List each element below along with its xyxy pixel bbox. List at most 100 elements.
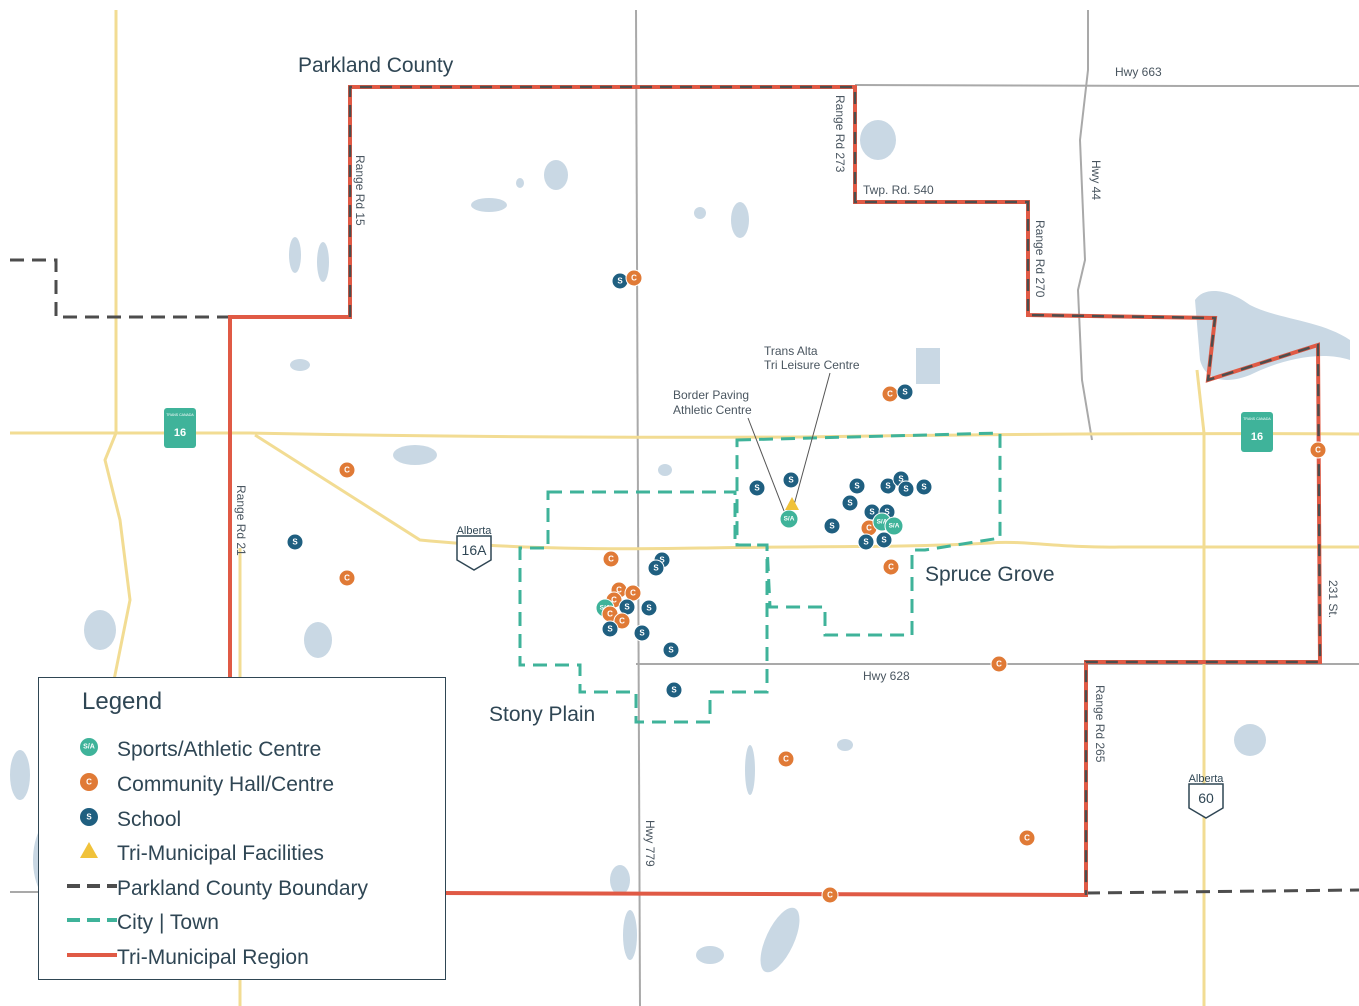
sports-marker-icon: S/A bbox=[80, 738, 98, 756]
svg-text:S: S bbox=[639, 629, 645, 638]
svg-text:16: 16 bbox=[1251, 431, 1263, 443]
svg-text:S/A: S/A bbox=[784, 516, 795, 523]
green-dashed-line-icon bbox=[67, 918, 117, 922]
school-marker: S bbox=[848, 477, 866, 495]
svg-text:S: S bbox=[607, 625, 613, 634]
svg-text:C: C bbox=[866, 524, 872, 533]
school-marker: S bbox=[633, 624, 651, 642]
svg-text:S: S bbox=[884, 508, 890, 517]
legend-item-tri-muni: Tri-Municipal Facilities bbox=[39, 838, 439, 872]
svg-text:S/A: S/A bbox=[889, 523, 900, 530]
svg-text:S: S bbox=[653, 564, 659, 573]
road-label-range-rd-273: Range Rd 273 bbox=[833, 95, 847, 173]
triangle-icon bbox=[80, 842, 98, 858]
school-marker-icon: S bbox=[80, 808, 98, 826]
school-marker: S bbox=[782, 471, 800, 489]
svg-text:S: S bbox=[788, 476, 794, 485]
legend-label-school: School bbox=[117, 808, 182, 831]
school-marker: S bbox=[665, 681, 683, 699]
svg-text:S: S bbox=[903, 485, 909, 494]
facility-label-trans-alta-1: Trans Alta bbox=[764, 344, 818, 358]
svg-text:S/A: S/A bbox=[83, 744, 95, 751]
svg-text:S: S bbox=[847, 499, 853, 508]
svg-text:C: C bbox=[86, 778, 92, 787]
svg-text:Alberta: Alberta bbox=[457, 525, 493, 537]
legend-label-community: Community Hall/Centre bbox=[117, 773, 335, 796]
hwy-16-shield-west: TRANS CANADA 16 bbox=[164, 408, 196, 448]
road-labels: Hwy 663 Range Rd 273 Twp. Rd. 540 Range … bbox=[234, 65, 1340, 867]
red-solid-line-icon bbox=[67, 953, 117, 957]
community-marker: C bbox=[882, 558, 900, 576]
legend-item-city-town: City | Town bbox=[39, 907, 439, 941]
svg-text:C: C bbox=[616, 586, 622, 595]
school-marker: S bbox=[601, 620, 619, 638]
school-marker: S bbox=[286, 533, 304, 551]
tri-municipal-facility-marker bbox=[785, 497, 799, 510]
community-marker-icon: C bbox=[80, 773, 98, 791]
sports-marker: S/A bbox=[779, 509, 799, 529]
facility-label-trans-alta-2: Tri Leisure Centre bbox=[764, 358, 860, 372]
road-label-range-rd-15: Range Rd 15 bbox=[353, 155, 367, 226]
svg-text:C: C bbox=[344, 574, 350, 583]
svg-text:S: S bbox=[829, 522, 835, 531]
city-town-boundaries bbox=[518, 431, 1002, 724]
hwy-60-shield: Alberta 60 bbox=[1188, 773, 1224, 819]
legend-title: Legend bbox=[82, 688, 163, 715]
road-label-hwy-44: Hwy 44 bbox=[1089, 160, 1103, 200]
svg-text:S/A: S/A bbox=[877, 519, 888, 526]
road-label-range-rd-265: Range Rd 265 bbox=[1093, 685, 1107, 763]
svg-text:C: C bbox=[619, 617, 625, 626]
county-boundary-left bbox=[10, 258, 232, 319]
community-marker: C bbox=[881, 385, 899, 403]
svg-text:C: C bbox=[996, 660, 1002, 669]
road-label-hwy-628: Hwy 628 bbox=[863, 669, 910, 683]
svg-text:60: 60 bbox=[1198, 790, 1214, 806]
county-boundary-bottom-right bbox=[1085, 888, 1359, 895]
svg-text:S: S bbox=[881, 536, 887, 545]
svg-text:C: C bbox=[631, 274, 637, 283]
svg-text:S: S bbox=[854, 482, 860, 491]
school-marker: S bbox=[640, 599, 658, 617]
road-label-range-rd-270: Range Rd 270 bbox=[1033, 220, 1047, 298]
svg-text:S: S bbox=[863, 538, 869, 547]
school-marker: S bbox=[875, 531, 893, 549]
svg-text:S: S bbox=[668, 646, 674, 655]
svg-text:C: C bbox=[611, 596, 617, 605]
svg-text:TRANS CANADA: TRANS CANADA bbox=[166, 413, 194, 417]
community-marker: C bbox=[777, 750, 795, 768]
svg-text:S: S bbox=[869, 508, 875, 517]
svg-text:C: C bbox=[888, 563, 894, 572]
facility-label-border-paving-2: Athletic Centre bbox=[673, 403, 752, 417]
school-marker: S bbox=[896, 383, 914, 401]
community-marker: C bbox=[1309, 441, 1327, 459]
legend-label-county-boundary: Parkland County Boundary bbox=[117, 877, 368, 900]
legend-item-school: S School bbox=[39, 804, 439, 838]
svg-text:16A: 16A bbox=[462, 542, 488, 558]
road-label-231-st: 231 St. bbox=[1326, 580, 1340, 618]
svg-text:S: S bbox=[646, 604, 652, 613]
tri-municipal-region-boundary bbox=[228, 85, 1323, 898]
svg-text:C: C bbox=[1024, 834, 1030, 843]
county-boundary-overlay bbox=[348, 85, 1322, 895]
facility-label-border-paving-1: Border Paving bbox=[673, 388, 749, 402]
community-marker: C bbox=[602, 550, 620, 568]
svg-text:C: C bbox=[344, 466, 350, 475]
school-marker: S bbox=[841, 494, 859, 512]
svg-text:C: C bbox=[827, 891, 833, 900]
svg-text:S: S bbox=[671, 686, 677, 695]
hwy-16a-shield: Alberta 16A bbox=[456, 525, 493, 571]
svg-text:S: S bbox=[86, 813, 92, 822]
map-title: Parkland County bbox=[298, 54, 454, 77]
road-label-twp-rd-540: Twp. Rd. 540 bbox=[863, 183, 934, 197]
svg-text:TRANS CANADA: TRANS CANADA bbox=[1243, 417, 1271, 421]
legend-box: Legend S/A Sports/Athletic Centre C Comm… bbox=[38, 677, 446, 980]
hwy-16-shield-east: TRANS CANADA 16 bbox=[1241, 412, 1273, 452]
legend-label-city-town: City | Town bbox=[117, 911, 219, 934]
svg-text:C: C bbox=[783, 755, 789, 764]
svg-text:S: S bbox=[885, 482, 891, 491]
school-marker: S bbox=[647, 559, 665, 577]
town-label-spruce-grove: Spruce Grove bbox=[925, 563, 1055, 586]
school-marker: S bbox=[748, 479, 766, 497]
svg-text:16: 16 bbox=[174, 427, 186, 439]
svg-text:C: C bbox=[887, 390, 893, 399]
